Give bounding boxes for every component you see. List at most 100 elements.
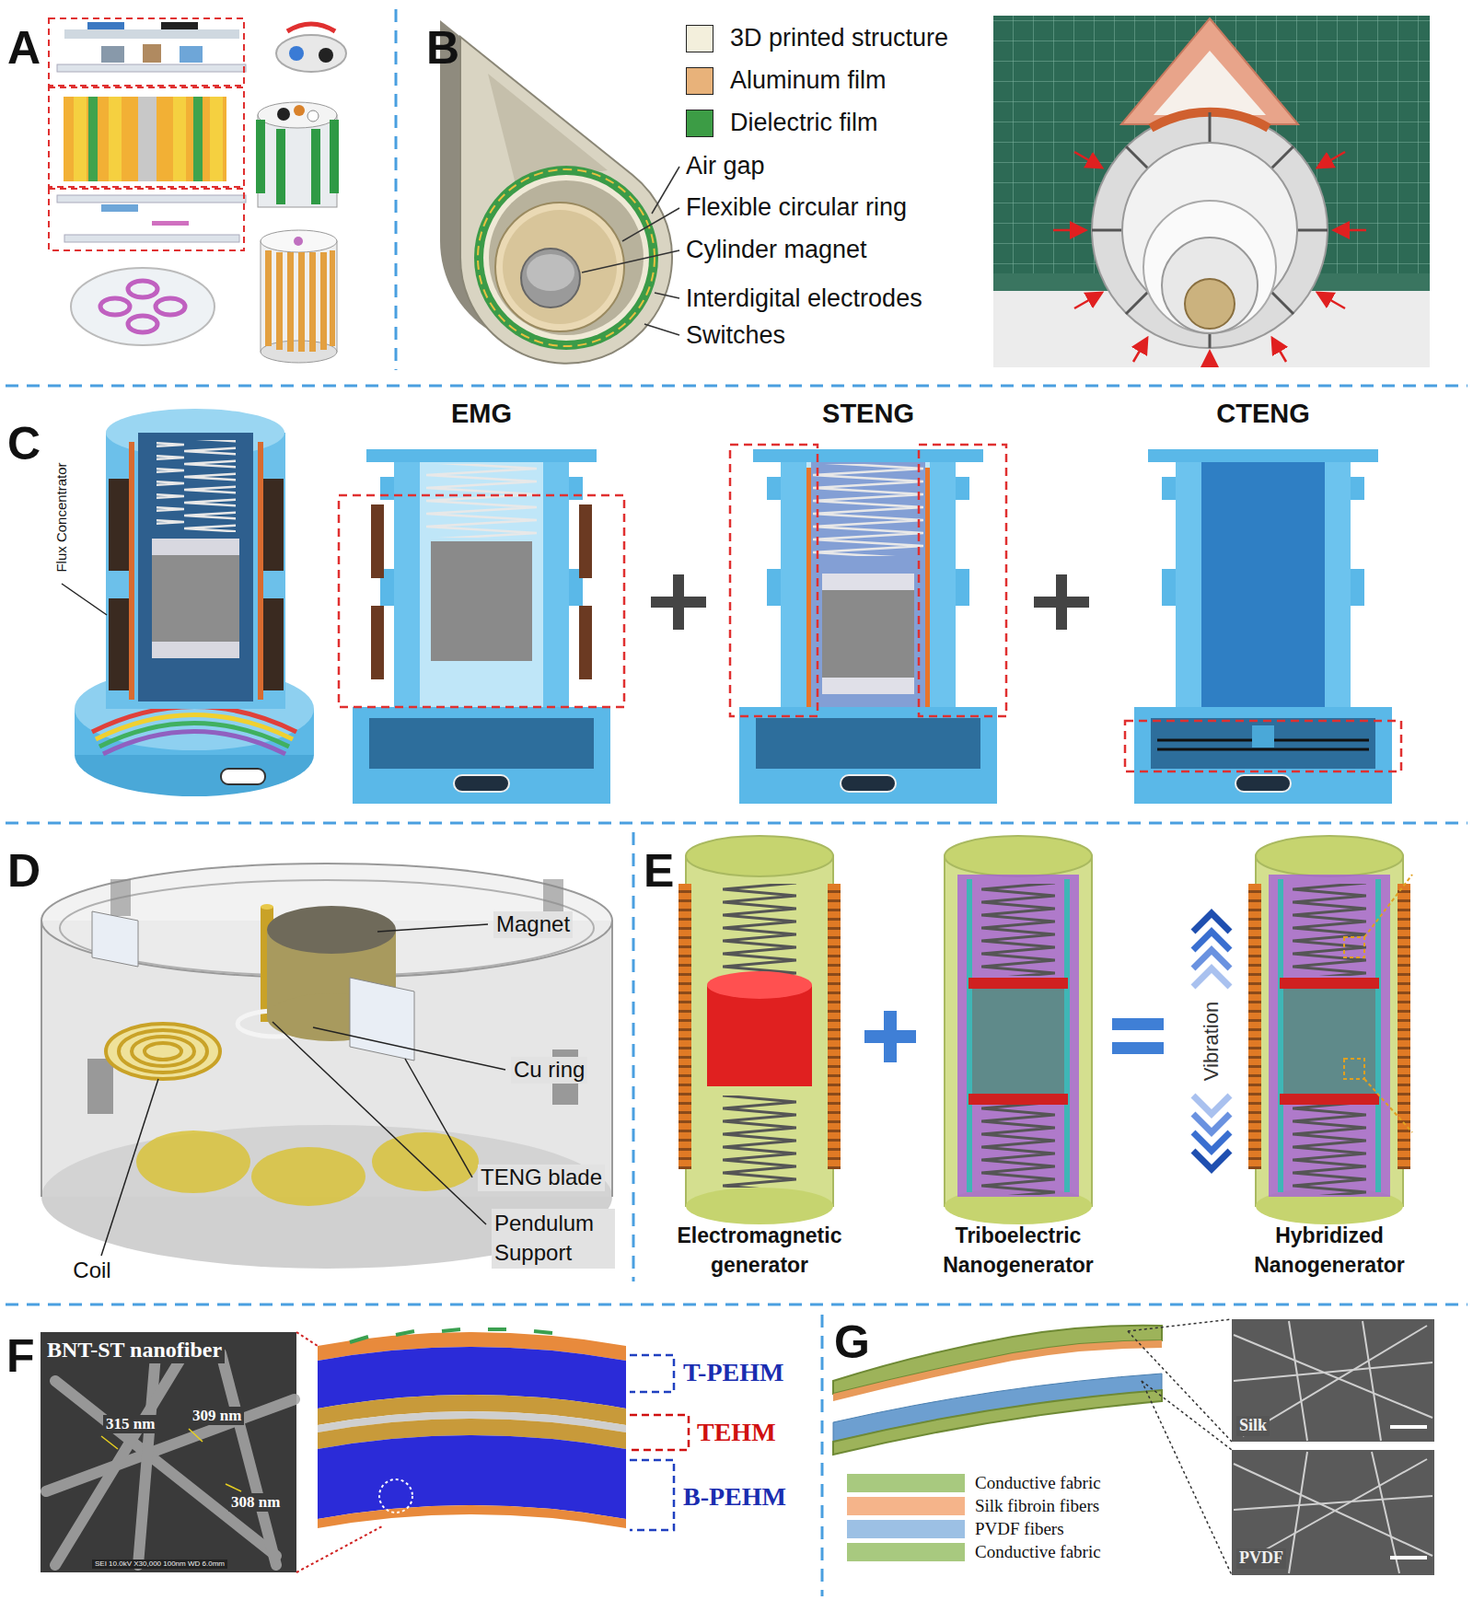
g-shape <box>61 408 314 797</box>
g-shape <box>650 574 707 630</box>
ellipse-shape <box>127 280 158 298</box>
use-shape <box>739 449 998 804</box>
circle-shape <box>289 46 304 61</box>
legend-text: Conductive fabric <box>974 1542 1102 1563</box>
ellipse-shape <box>131 1036 195 1067</box>
line-shape <box>1091 229 1123 232</box>
rect-shape <box>426 463 537 538</box>
rect-shape <box>257 115 337 208</box>
rect-shape <box>179 46 203 63</box>
g-shape <box>730 444 1007 804</box>
ellipse-shape <box>1255 835 1404 877</box>
path-shape <box>1193 1113 1230 1133</box>
panel-letter: F <box>6 1328 35 1384</box>
rect-shape <box>173 96 186 182</box>
path-shape <box>1153 50 1266 116</box>
g-shape <box>678 835 1413 1225</box>
rect-shape <box>1344 937 1365 958</box>
rect-shape <box>87 22 125 30</box>
line-shape <box>377 924 488 932</box>
section-title: CTENG <box>1216 397 1311 430</box>
line-shape <box>5 822 1468 825</box>
panel-letter: C <box>7 416 41 472</box>
line-shape <box>40 920 43 1197</box>
rect-shape <box>156 440 236 533</box>
legend-swatch <box>685 109 714 138</box>
circle-shape <box>521 248 580 308</box>
rect-shape <box>822 677 915 695</box>
dimension-label: 308 nm <box>228 1493 283 1512</box>
g-shape <box>440 20 680 364</box>
rect-shape <box>64 29 240 39</box>
g-shape <box>338 449 625 804</box>
legend-item: Conductive fabric <box>846 1542 1102 1562</box>
rect-shape <box>1252 725 1275 748</box>
rect-shape <box>151 552 240 645</box>
legend-text: Conductive fabric <box>974 1473 1102 1494</box>
ellipse-shape <box>144 1043 182 1060</box>
rect-shape <box>1292 1102 1367 1195</box>
ellipse-shape <box>707 971 812 999</box>
circle-shape <box>1091 112 1328 348</box>
line-shape <box>1271 146 1294 169</box>
line-shape <box>55 1380 277 1556</box>
rect-shape <box>48 18 244 86</box>
path-shape <box>287 23 336 32</box>
rect-shape <box>105 432 286 709</box>
rect-shape <box>138 432 254 702</box>
ellipse-shape <box>70 267 215 346</box>
legend-text: Silk fibroin fibers <box>974 1496 1100 1517</box>
ellipse-shape <box>685 1187 834 1225</box>
part-label: Flexible circular ring <box>685 192 907 222</box>
rect-shape <box>1201 462 1325 708</box>
line-shape <box>1371 1451 1400 1574</box>
rect-shape <box>63 96 227 182</box>
rect-shape <box>678 883 692 1170</box>
rect-shape <box>193 96 203 182</box>
rect-shape <box>1292 883 1367 976</box>
legend-item: Conductive fabric <box>846 1473 1102 1493</box>
rect-shape <box>811 462 926 708</box>
ellipse-shape <box>155 298 186 315</box>
line-shape <box>1288 1321 1308 1441</box>
rect-shape <box>371 504 384 579</box>
rect-shape <box>255 119 266 194</box>
image-label: PVDF <box>1236 1548 1287 1569</box>
ellipse-shape <box>944 835 1092 877</box>
rect-shape <box>968 977 1068 989</box>
circle-shape <box>1184 278 1235 329</box>
legend-swatch <box>846 1542 965 1562</box>
line-shape <box>1125 146 1149 169</box>
ellipse-shape <box>257 102 337 128</box>
rect-shape <box>161 22 198 30</box>
g-shape <box>5 9 1468 1597</box>
legend-swatch <box>685 67 714 95</box>
device-caption: Electromagnetic generator <box>644 1220 875 1280</box>
rect-shape <box>138 96 157 182</box>
part-label: Pendulum Support <box>491 1208 615 1269</box>
ellipse-shape <box>118 1030 208 1073</box>
rect-shape <box>981 883 1056 976</box>
part-label: Magnet <box>493 911 573 939</box>
rect-shape <box>925 467 930 708</box>
legend-item: PVDF fibers <box>846 1519 1065 1539</box>
part-label: Air gap <box>685 150 766 181</box>
rect-shape <box>966 879 973 1193</box>
rect-shape <box>1255 856 1404 1207</box>
path-shape <box>317 1505 627 1529</box>
rect-shape <box>883 1010 897 1063</box>
rect-shape <box>209 96 223 182</box>
legend-item: Silk fibroin fibers <box>846 1496 1100 1516</box>
rect-shape <box>972 985 1065 1096</box>
rect-shape <box>151 220 189 226</box>
ellipse-shape <box>136 1130 251 1194</box>
rect-shape <box>822 573 915 591</box>
line-shape <box>394 9 398 371</box>
rect-shape <box>151 538 240 556</box>
rect-shape <box>1064 879 1070 1193</box>
line-shape <box>1208 112 1212 143</box>
line-shape <box>632 832 636 1282</box>
rect-shape <box>287 252 294 352</box>
rect-shape <box>57 195 246 203</box>
rect-shape <box>685 856 834 1207</box>
